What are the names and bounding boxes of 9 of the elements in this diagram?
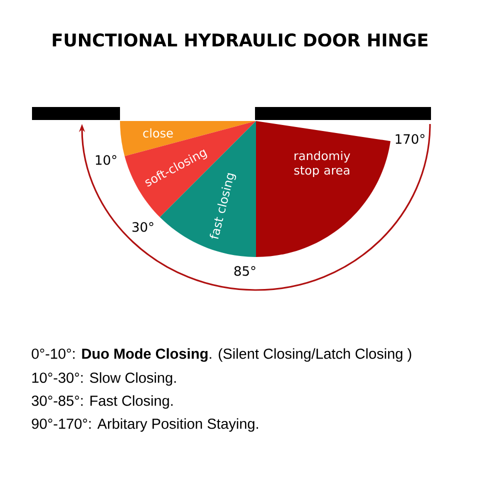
title: FUNCTIONAL HYDRAULIC DOOR HINGE	[52, 33, 428, 47]
note: 0°-10°: Duo Mode Closing. (Silent Closing/Latch Closing )	[32, 348, 412, 362]
sector: randomiy stop area	[256, 121, 390, 257]
angle-label: 10°	[96, 155, 116, 165]
note: 90°-170°: Arbitary Position Staying.	[32, 418, 258, 432]
angle-label: 30°	[132, 222, 154, 232]
note: 30°-85°: Fast Closing.	[32, 395, 173, 409]
angle-label: 85°	[234, 266, 256, 276]
note: 10°-30°: Slow Closing.	[32, 372, 176, 386]
